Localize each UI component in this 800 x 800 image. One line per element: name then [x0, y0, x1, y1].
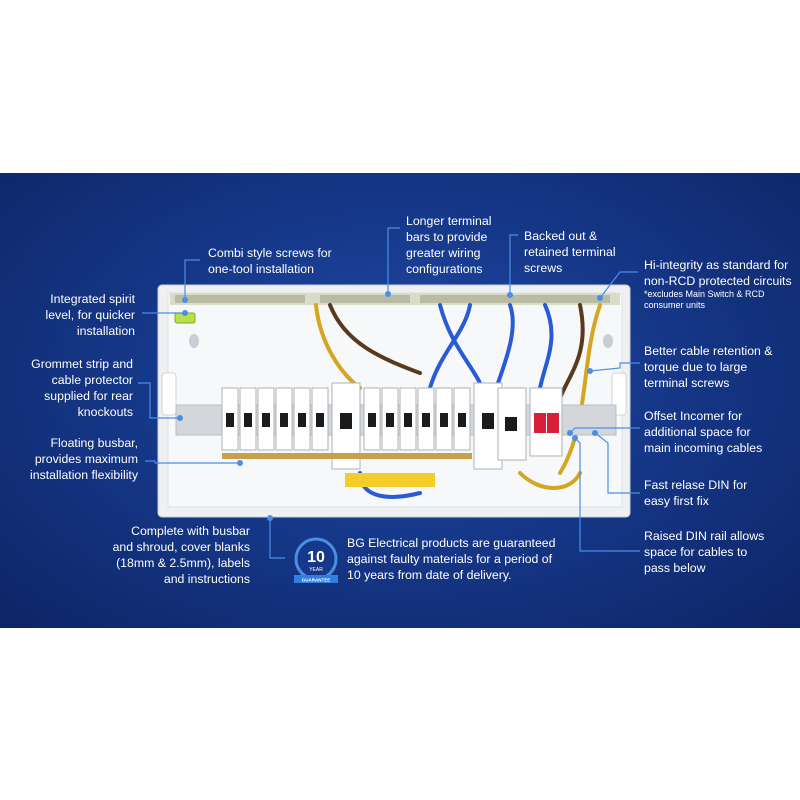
callout-raised-din: Raised DIN rail allows space for cables …: [644, 529, 765, 575]
callout-hi-integrity-text: Hi-integrity as standard for non-RCD pro…: [644, 258, 792, 288]
callout-longer-terminal: Longer terminal bars to provide greater …: [406, 214, 492, 276]
callout-spirit-level: Integrated spirit level, for quicker ins…: [45, 292, 135, 338]
callout-backed-out: Backed out & retained terminal screws: [524, 229, 616, 275]
badge-word: YEAR: [309, 567, 323, 573]
callout-hi-integrity-note: *excludes Main Switch & RCD consumer uni…: [644, 289, 765, 310]
mcb-bank-left: [221, 387, 329, 451]
callout-floating-busbar: Floating busbar, provides maximum instal…: [30, 436, 138, 482]
callout-hi-integrity: Hi-integrity as standard for non-RCD pro…: [644, 257, 794, 311]
infographic-banner: Combi style screws for one-tool installa…: [0, 173, 800, 628]
callout-offset-incomer: Offset Incomer for additional space for …: [644, 409, 763, 455]
guarantee-text: BG Electrical products are guaranteed ag…: [347, 536, 556, 582]
callout-combi-screws: Combi style screws for one-tool installa…: [208, 246, 332, 276]
busbar: [222, 453, 472, 459]
badge-number: 10: [307, 549, 325, 566]
callout-complete-with: Complete with busbar and shroud, cover b…: [112, 524, 250, 586]
badge-ribbon: GUARANTEE: [302, 578, 331, 583]
mcb-bank-middle: [363, 387, 471, 451]
callout-grommet: Grommet strip and cable protector suppli…: [31, 357, 133, 419]
callout-cable-retention: Better cable retention & torque due to l…: [644, 344, 773, 390]
consumer-unit-illustration: [157, 284, 631, 518]
callout-fast-release: Fast relase DIN for easy first fix: [644, 478, 748, 508]
leader-lines: [138, 227, 640, 559]
guarantee-badge-icon: 10 YEAR GUARANTEE: [294, 537, 338, 583]
